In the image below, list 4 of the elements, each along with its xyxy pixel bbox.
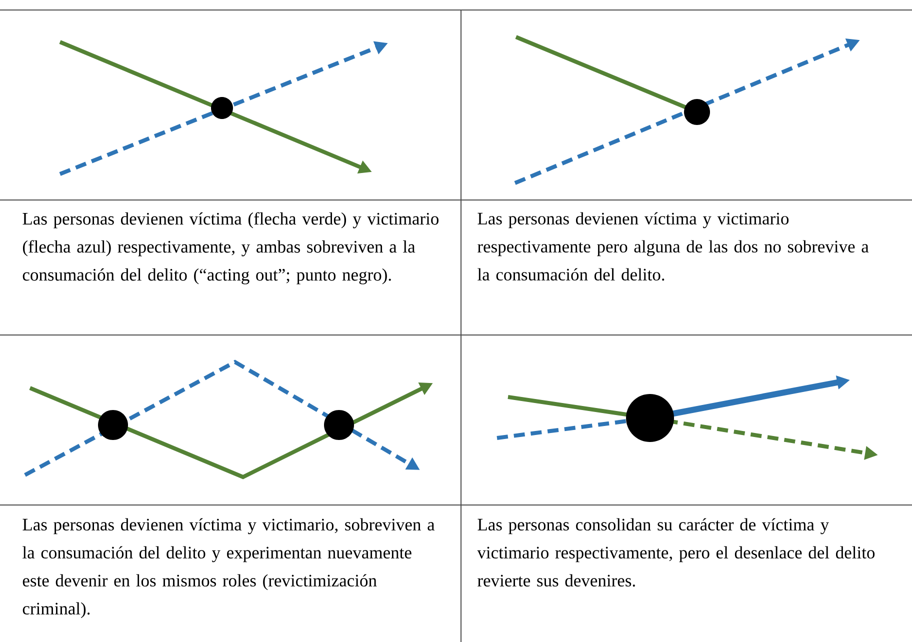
description-text: Las personas consolidan su carácter de víctima y victimario respectivamente, pero el desenlace del delito revierte sus devenires. xyxy=(477,518,875,587)
description-text: Las personas devienen víctima (flecha verde) y victimario (flecha azul) respectivamente, y ambas sobreviven a la consumación del delito (“acting out”; punto negro). xyxy=(22,212,438,284)
description-text: Las personas devienen víctima y victimario respectivamente pero alguna de las dos no sobrevive a la consumación del delito. xyxy=(478,212,869,281)
description-text: Las personas devienen víctima y victimario, sobreviven a la consumación del delito y experimentan nuevamente este devenir en los mismos roles (revictimización criminal). xyxy=(22,518,435,618)
